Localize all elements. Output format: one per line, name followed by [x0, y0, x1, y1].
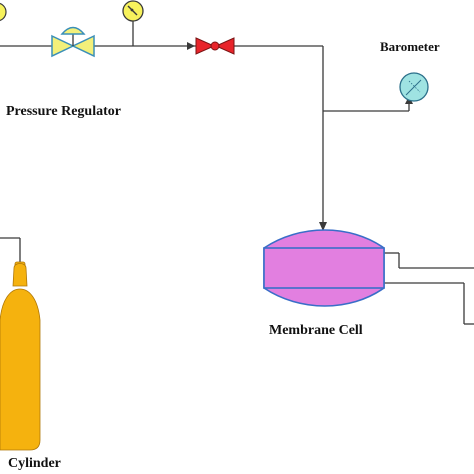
pipe-lines — [0, 18, 474, 325]
needle-valve-icon[interactable] — [195, 37, 235, 55]
gas-cylinder-icon — [0, 261, 41, 451]
pressure-gauge-icon — [122, 0, 144, 22]
cylinder-label: Cylinder — [8, 456, 61, 471]
pressure-regulator-label: Pressure Regulator — [6, 104, 121, 119]
flow-arrow-icon — [319, 222, 327, 231]
inlet-gauge-icon — [0, 2, 7, 22]
membrane-cell-label: Membrane Cell — [269, 323, 363, 338]
barometer-icon — [399, 72, 429, 102]
pressure-regulator-valve-icon[interactable] — [51, 26, 95, 58]
barometer-label: Barometer — [380, 39, 440, 54]
membrane-cell-icon — [263, 229, 385, 307]
flow-arrow-icon — [187, 42, 195, 50]
